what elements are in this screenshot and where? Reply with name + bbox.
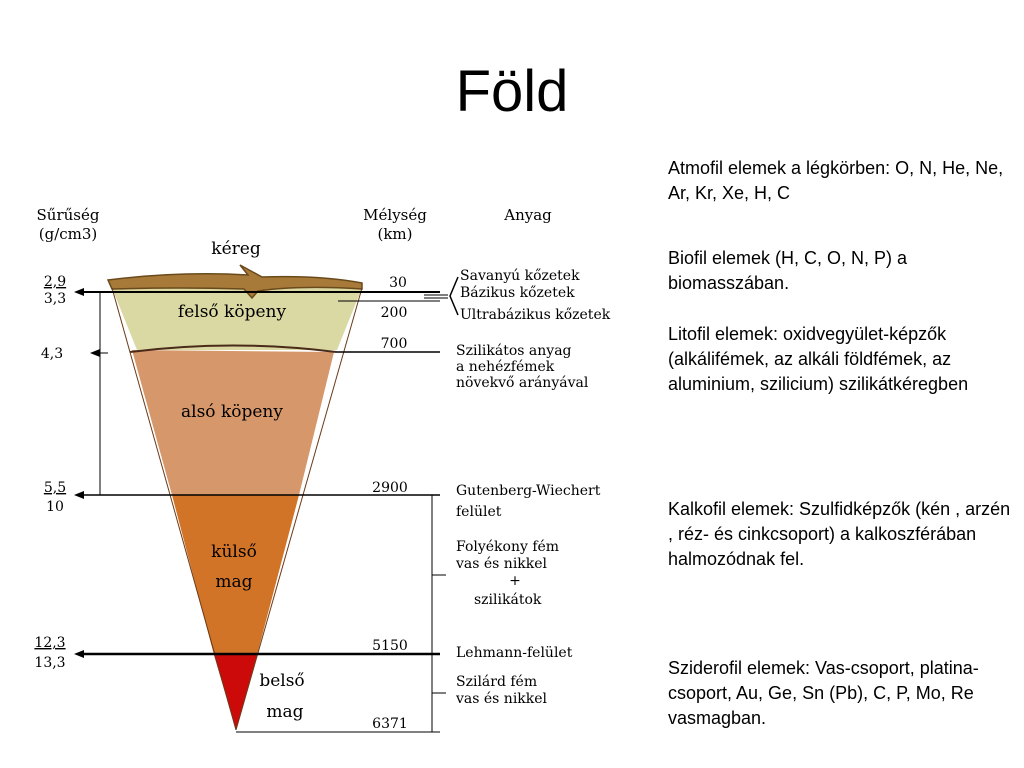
earth-structure-diagram: Sűrűség (g/cm3) Mélység (km) Anyag kéreg… [34,206,611,733]
outer-core-label-2: mag [215,572,252,592]
depth-value-30: 30 [389,275,407,291]
crust-bracket [449,276,459,316]
density-value-1b: 3,3 [44,291,66,307]
density-value-1a: 2,9 [44,274,66,290]
slide-title: Föld [455,59,569,124]
arrow-head-1 [74,288,84,296]
lower-mantle-label: alsó köpeny [181,402,283,422]
depth-value-2900: 2900 [372,480,408,496]
density-value-2: 4,3 [41,346,63,362]
inner-core-layer [214,655,257,730]
material-lehmann: Lehmann-felület [456,645,573,661]
lower-mantle-layer [132,350,334,495]
arrow-head-3 [74,491,84,499]
material-liquid-metal-1: Folyékony fém [456,539,559,555]
material-liquid-metal-4: szilikátok [474,592,542,608]
depth-header: Mélység [363,206,427,224]
material-liquid-metal-3: + [509,573,521,589]
crust-label: kéreg [211,239,261,259]
density-value-3a: 5,5 [44,480,66,496]
density-value-4a: 12,3 [34,635,65,651]
paragraph-chalcophile: Kalkofil elemek: Szulfidképzők (kén , ar… [668,499,1011,569]
mantle-boundary-line [129,344,337,353]
material-silicate-3: növekvő arányával [456,375,589,391]
material-silicate-2: a nehézfémek [456,359,555,375]
depth-value-700: 700 [381,336,408,352]
material-solid-metal-2: vas és nikkel [455,691,548,707]
cone-left-edge [111,287,237,731]
paragraph-siderophile: Sziderofil elemek: Vas-csoport, platina-… [668,658,979,728]
arrow-head-4 [74,650,84,658]
material-gutenberg-1: Gutenberg-Wiechert [456,483,601,499]
inner-core-label-2: mag [266,702,303,722]
material-header: Anyag [503,206,552,224]
upper-mantle-label: felső köpeny [178,302,287,322]
upper-mantle-layer [112,288,362,350]
paragraph-atmophile: Atmofil elemek a légkörben: O, N, He, Ne… [668,158,1004,203]
paragraph-biophile: Biofil elemek (H, C, O, N, P) a biomassz… [668,248,908,293]
depth-unit-header: (km) [377,225,412,243]
depth-value-200: 200 [381,305,408,321]
density-unit-header: (g/cm3) [39,225,98,243]
arrow-head-2 [90,349,100,357]
outer-core-label-1: külső [211,542,257,562]
material-gutenberg-2: felület [456,504,502,520]
depth-value-5150: 5150 [372,638,408,654]
density-header: Sűrűség [37,206,100,224]
material-solid-metal-1: Szilárd fém [456,674,537,690]
cone-right-edge [235,287,363,731]
material-acidic-rocks: Savanyú kőzetek [460,268,580,284]
density-value-3b: 10 [46,499,64,515]
material-silicate-1: Szilikátos anyag [456,343,572,359]
paragraph-lithophile: Litofil elemek: oxidvegyület-képzők (alk… [668,324,969,394]
material-basic-rocks: Bázikus kőzetek [460,285,575,301]
material-ultrabasic-rocks: Ultrabázikus kőzetek [460,307,611,323]
material-liquid-metal-2: vas és nikkel [455,556,548,572]
density-value-4b: 13,3 [34,655,65,671]
inner-core-label-1: belső [259,671,304,691]
depth-value-6371: 6371 [372,716,408,732]
